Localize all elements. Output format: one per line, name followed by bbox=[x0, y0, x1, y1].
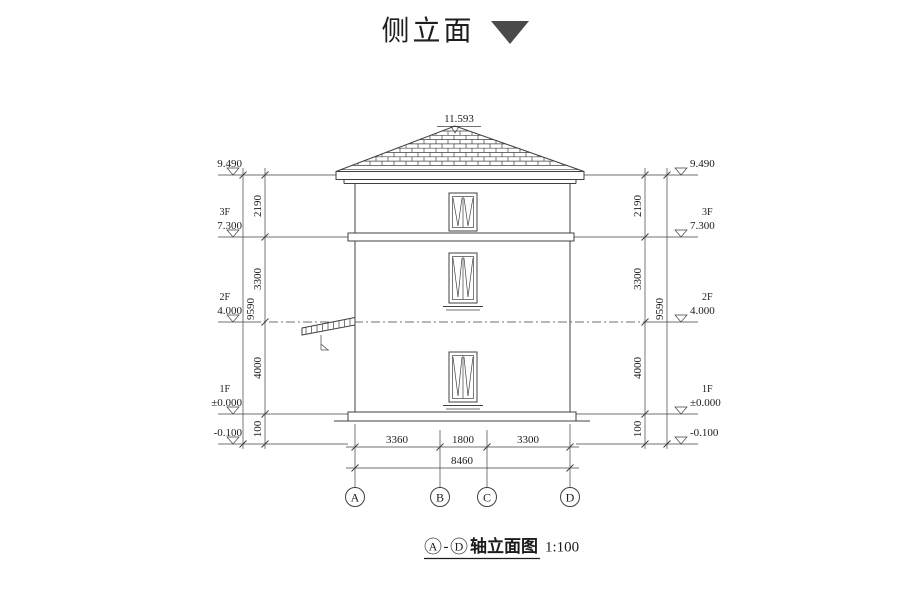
level-markers-right: 9.490 3F 7.300 2F 4.000 1F ±0.000 -0.100 bbox=[674, 158, 721, 445]
base-band bbox=[347, 411, 577, 422]
floor-label: 2F bbox=[702, 292, 713, 303]
dim-1800: 1800 bbox=[452, 434, 475, 446]
dim-100-right: 100 bbox=[632, 420, 644, 437]
level-value: ±0.000 bbox=[690, 397, 721, 409]
dim-2190-right: 2190 bbox=[632, 195, 644, 218]
drawing-caption: A - D 轴立面图 1:100 bbox=[424, 536, 579, 560]
axis-bubble-c bbox=[477, 487, 497, 507]
vertical-dimension-left: 2190 3300 4000 100 9590 bbox=[239, 168, 269, 449]
axis-bubble-a bbox=[345, 487, 365, 507]
dim-total-width: 8460 bbox=[451, 455, 474, 467]
caption-axis-end: D bbox=[455, 540, 464, 554]
slab-band-3f bbox=[347, 232, 575, 242]
level-extension-lines-left bbox=[218, 174, 348, 445]
level-value: 7.300 bbox=[217, 220, 242, 232]
level-value: 4.000 bbox=[217, 305, 242, 317]
dim-4000-right: 4000 bbox=[632, 357, 644, 380]
canopy bbox=[301, 316, 356, 351]
dim-4000-left: 4000 bbox=[252, 357, 264, 380]
floor-label: 3F bbox=[702, 207, 713, 218]
axis-label-b: B bbox=[436, 491, 444, 505]
level-value: -0.100 bbox=[214, 427, 243, 439]
caption-separator: - bbox=[444, 539, 449, 555]
window-3f bbox=[448, 192, 478, 232]
floor-label: 2F bbox=[219, 292, 230, 303]
axis-bubble-b bbox=[430, 487, 450, 507]
window-2f bbox=[443, 252, 483, 311]
peak-elevation-marker: 11.593 bbox=[437, 113, 481, 134]
page-header: 侧立面 bbox=[0, 14, 910, 48]
level-markers-left: 9.490 3F 7.300 2F 4.000 1F ±0.000 -0.100 bbox=[211, 158, 243, 445]
canopy-hatch bbox=[305, 318, 351, 335]
dim-3360: 3360 bbox=[386, 434, 409, 446]
dim-2190-left: 2190 bbox=[252, 195, 264, 218]
window-1f bbox=[443, 351, 483, 410]
floor-label: 1F bbox=[219, 384, 230, 395]
axis-label-a: A bbox=[351, 491, 360, 505]
page-title: 侧立面 bbox=[381, 14, 475, 47]
axis-label-d: D bbox=[566, 491, 575, 505]
level-extension-lines-right bbox=[574, 174, 698, 445]
level-value: 4.000 bbox=[690, 305, 715, 317]
dim-100-left: 100 bbox=[252, 420, 264, 437]
roof-tiles bbox=[336, 130, 584, 171]
dim-3300-right: 3300 bbox=[632, 268, 644, 291]
down-triangle-icon bbox=[490, 21, 529, 44]
floor-label: 3F bbox=[219, 207, 230, 218]
caption-axis-start: A bbox=[429, 540, 438, 554]
level-value: 9.490 bbox=[217, 158, 242, 170]
dim-total-height-right: 9590 bbox=[654, 298, 666, 321]
dim-3300-left: 3300 bbox=[252, 268, 264, 291]
eave-band bbox=[335, 171, 585, 180]
level-value: -0.100 bbox=[690, 427, 719, 439]
axis-bubble-d bbox=[560, 487, 580, 507]
level-value: ±0.000 bbox=[211, 397, 242, 409]
horizontal-dimensions: 3360 1800 3300 8460 bbox=[346, 424, 579, 487]
level-value: 7.300 bbox=[690, 220, 715, 232]
axis-label-c: C bbox=[483, 491, 491, 505]
dim-3300: 3300 bbox=[517, 434, 540, 446]
dim-total-height-left: 9590 bbox=[245, 298, 257, 321]
axis-bubbles: A B C D bbox=[345, 487, 580, 507]
caption-scale: 1:100 bbox=[545, 540, 579, 556]
vertical-dimension-right: 2190 3300 4000 100 9590 bbox=[632, 168, 671, 449]
caption-text: 轴立面图 bbox=[470, 536, 538, 557]
level-value: 9.490 bbox=[690, 158, 715, 170]
roof bbox=[335, 125, 585, 184]
peak-elevation-value: 11.593 bbox=[444, 113, 474, 125]
floor-label: 1F bbox=[702, 384, 713, 395]
